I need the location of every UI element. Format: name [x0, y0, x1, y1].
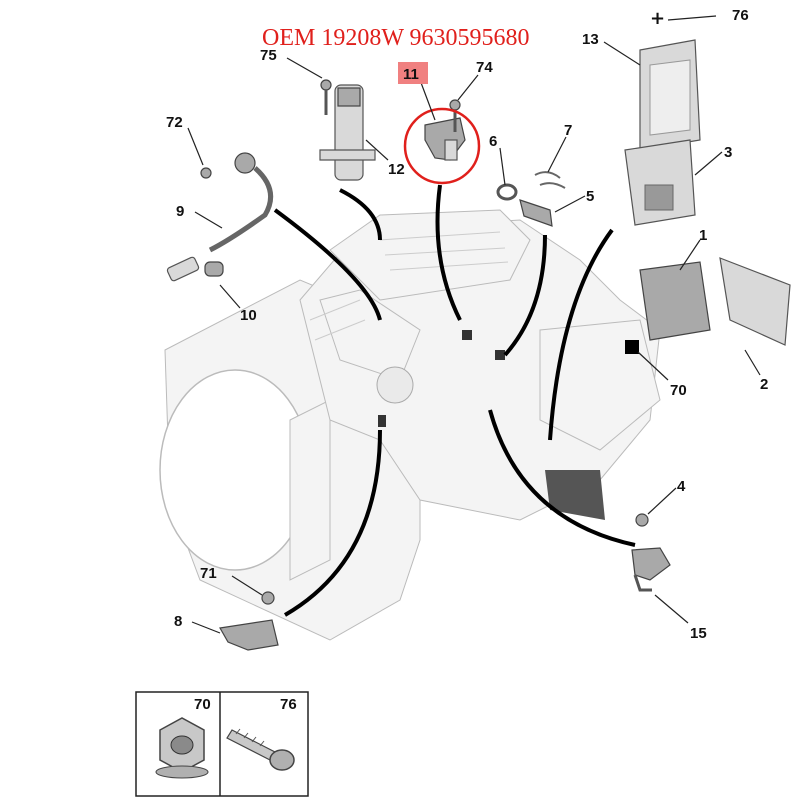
- bolt-head: [269, 749, 295, 771]
- sensor-body-5: [519, 199, 553, 227]
- crank-sensor-body: [631, 547, 671, 581]
- part-13-bracket: +: [624, 8, 701, 226]
- part-12-solenoid-valve: [319, 79, 376, 181]
- engine-sensor-spot: [495, 350, 505, 360]
- part-2-ecu-cover: [719, 257, 791, 346]
- callout-76: 76: [732, 7, 749, 24]
- pointer-9: [273, 208, 382, 321]
- part-8-sensor: [219, 591, 279, 651]
- nut-flange: [155, 765, 209, 779]
- callout-10: 10: [240, 307, 257, 324]
- engine-sensor-spot: [462, 330, 472, 340]
- bolt-74: [449, 99, 461, 111]
- bolt-75: [320, 79, 332, 91]
- callout-8: 8: [174, 613, 182, 630]
- part-5-temperature-sensor: [496, 171, 566, 227]
- ecu-body: [639, 261, 711, 341]
- callout-75: 75: [260, 47, 277, 64]
- callout-70: 70: [670, 382, 687, 399]
- legend-label-70: 70: [194, 696, 211, 713]
- callout-2: 2: [760, 376, 768, 393]
- leader-lines: [187, 15, 761, 634]
- callout-5: 5: [586, 188, 594, 205]
- pointer-12: [339, 188, 382, 241]
- sensor-cable: [208, 166, 274, 253]
- callout-13: 13: [582, 31, 599, 48]
- crank-sensor-tip: [633, 574, 652, 592]
- pointer-15: [488, 409, 636, 547]
- pointer-lines: [273, 184, 636, 617]
- plus-icon: +: [650, 8, 665, 29]
- oem-text: OEM 19208W 9630595680: [262, 25, 530, 51]
- gearbox-bracket: [545, 470, 605, 520]
- sensor-8-body: [219, 619, 279, 651]
- valve-flange: [319, 149, 376, 161]
- bolt-71: [261, 591, 275, 605]
- head-detail: [379, 231, 509, 271]
- highlight-circle: [403, 107, 481, 185]
- pointer-8: [283, 429, 382, 617]
- callout-4: 4: [677, 478, 686, 495]
- bolt-4: [635, 513, 649, 527]
- cable-connector: [166, 256, 200, 282]
- part-1-ecu: [625, 257, 791, 354]
- callout-labels: 11 75 74 13 76 72 12 6 7 3 5 9 1 10 70 2…: [166, 7, 768, 642]
- valve-connector: [337, 87, 361, 107]
- callout-74: 74: [476, 59, 493, 76]
- bracket-3: [624, 139, 696, 226]
- sensor-tip: [444, 139, 458, 161]
- knock-sensor-head: [234, 152, 256, 174]
- legend-box: 70 76: [135, 691, 309, 797]
- callout-3: 3: [724, 144, 732, 161]
- legend-label-76: 76: [280, 696, 297, 713]
- part-9-knock-sensor: [166, 152, 274, 282]
- callout-15: 15: [690, 625, 707, 642]
- callout-72: 72: [166, 114, 183, 131]
- nut-hole: [170, 735, 194, 755]
- intake-manifold: [319, 289, 421, 381]
- engine-sensor-spot: [378, 415, 386, 427]
- bracket-3-cutout: [644, 184, 674, 211]
- pointer-3: [548, 228, 614, 441]
- radiator-core: [289, 399, 331, 581]
- callout-71: 71: [200, 565, 217, 582]
- manifold-detail: [309, 299, 366, 341]
- callout-1: 1: [699, 227, 707, 244]
- part-15-crank-sensor: [631, 513, 671, 592]
- callout-7: 7: [564, 122, 572, 139]
- callout-11: 11: [403, 66, 419, 83]
- pointer-5: [503, 234, 547, 357]
- part-10-sleeve: [204, 261, 224, 277]
- part-11-camshaft-sensor: [403, 99, 481, 185]
- part-70-nut-marker: [625, 340, 639, 354]
- part-6-seal: [496, 183, 518, 201]
- fan-shroud: [159, 369, 311, 571]
- highlight-label-bg: [398, 62, 428, 84]
- bracket-13-inner: [649, 59, 691, 136]
- engine-assembly: [159, 209, 661, 641]
- callout-12: 12: [388, 161, 405, 178]
- bolt-72: [200, 167, 212, 179]
- part-7-clip: [534, 171, 566, 189]
- callout-9: 9: [176, 203, 184, 220]
- throttle-body: [376, 366, 414, 404]
- callout-6: 6: [489, 133, 497, 150]
- bolt-thread: [235, 728, 265, 747]
- pointer-11: [435, 184, 462, 321]
